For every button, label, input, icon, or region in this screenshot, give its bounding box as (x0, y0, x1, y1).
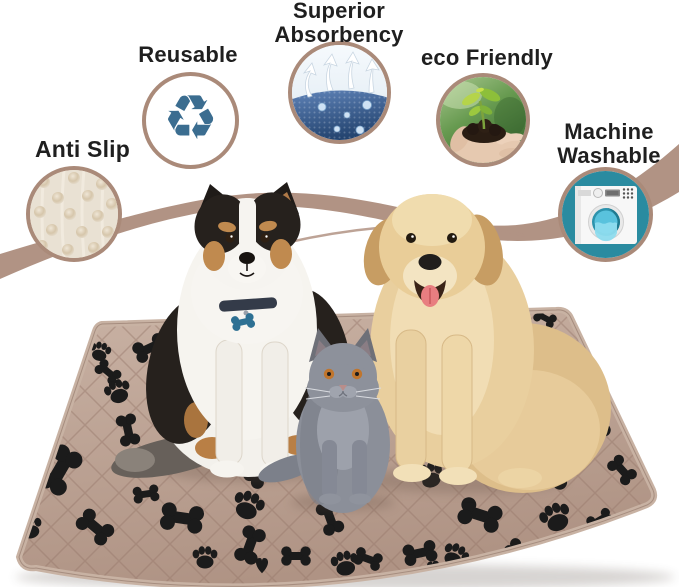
gray-cat (258, 328, 395, 513)
seedling-in-hand-icon (440, 77, 526, 163)
anti-slip-texture-icon (30, 170, 118, 258)
eco-friendly-label-text: eco Friendly (421, 45, 553, 70)
eco-friendly-circle (436, 73, 530, 167)
reusable-label-text: Reusable (138, 42, 238, 67)
machine-washable-circle (558, 167, 653, 262)
anti-slip-label-text: Anti Slip (34, 136, 131, 162)
feature-label-reusable: Reusable (118, 43, 258, 67)
absorbency-label-text: Absorbency (274, 21, 404, 47)
absorbent-fabric-icon (292, 45, 387, 140)
feature-label-eco-friendly: eco Friendly (412, 46, 562, 70)
feature-label-anti-slip: Anti Slip (10, 137, 155, 162)
superior-label-text: Superior (292, 0, 386, 23)
feature-label-superior-absorbency: Superior Absorbency (264, 0, 414, 47)
machine-label-text: Machine (564, 119, 654, 144)
washable-label-text: Washable (557, 142, 661, 168)
golden-retriever-dog (357, 194, 611, 493)
superior-absorbency-circle (288, 41, 391, 144)
reusable-circle: ♻ (142, 72, 239, 169)
feature-label-machine-washable: Machine Washable (534, 120, 679, 168)
recycle-icon: ♻ (162, 83, 219, 153)
anti-slip-circle (26, 166, 122, 262)
washing-machine-icon (562, 171, 649, 258)
